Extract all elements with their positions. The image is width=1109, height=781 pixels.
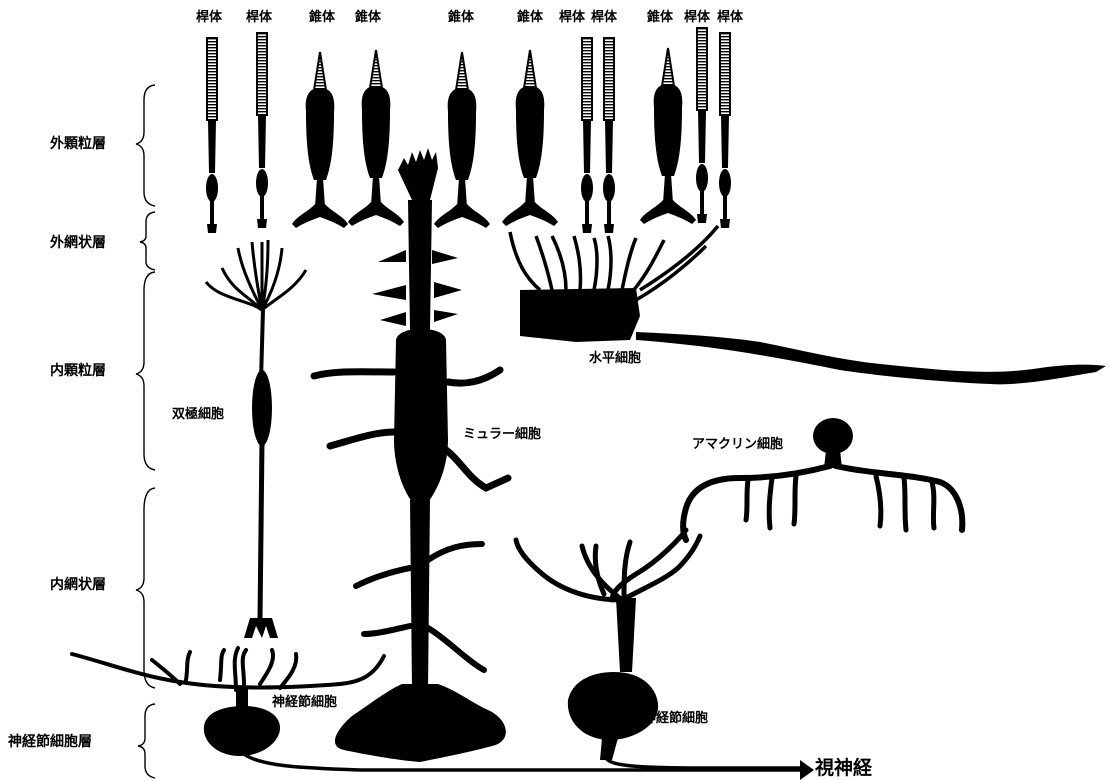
ganglion-cell-right: [516, 536, 700, 760]
muller-cell: [314, 148, 508, 762]
photoreceptor-row: [206, 28, 731, 233]
horizontal-cell: [510, 226, 1106, 384]
optic-nerve-arrowhead: [800, 760, 814, 780]
optic-nerve-fibers: [244, 754, 800, 770]
amacrine-cell: [612, 418, 962, 600]
bipolar-cell: [206, 240, 306, 638]
